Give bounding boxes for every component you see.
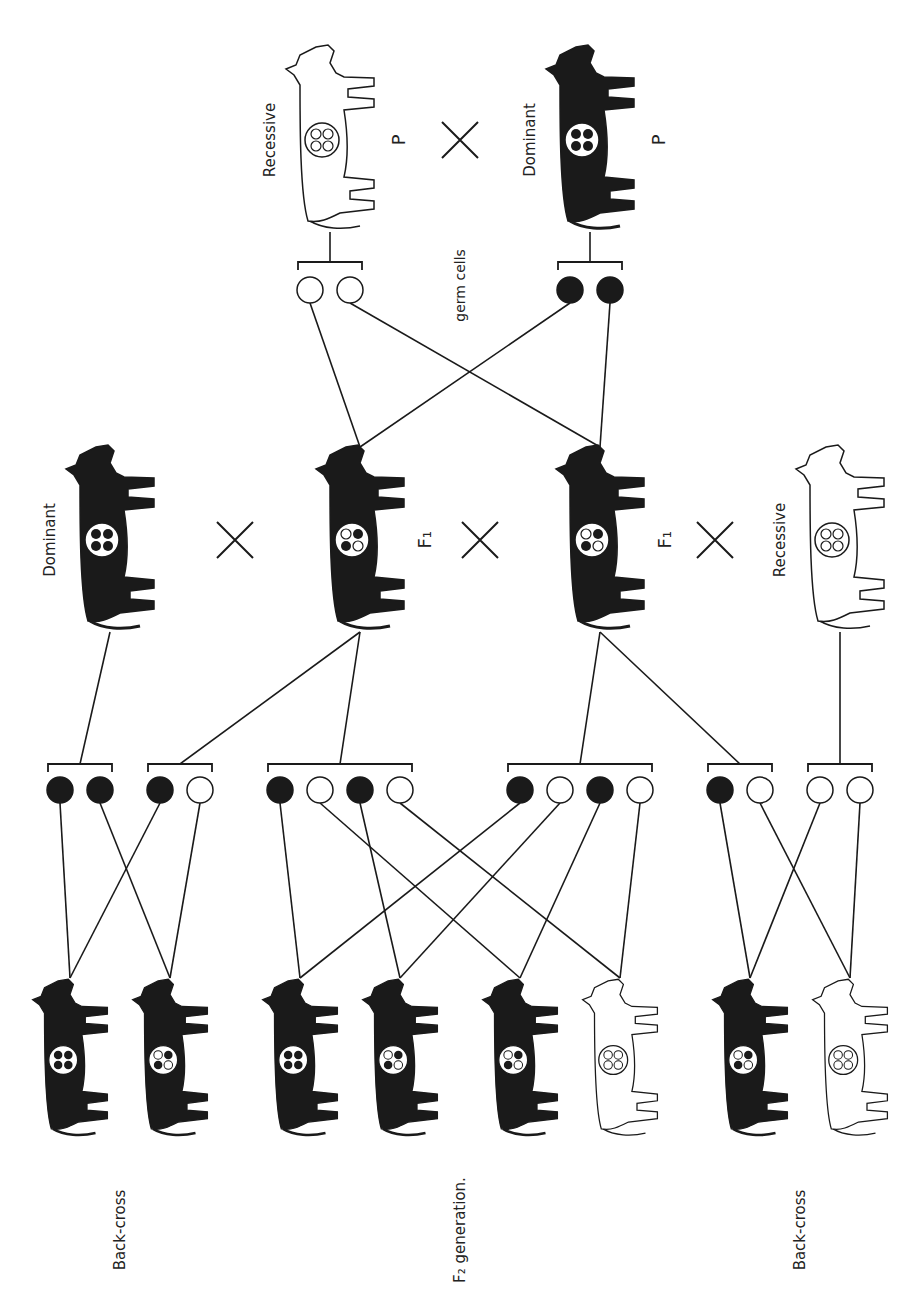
figure-label: P: [387, 135, 409, 146]
offspring-cow: [33, 979, 108, 1135]
figure-label: germ cells: [452, 249, 469, 321]
figure-label: Recessive: [771, 503, 789, 577]
offspring-cow: [713, 979, 788, 1135]
offspring-cow: [263, 979, 338, 1135]
figure-label: Recessive: [261, 103, 279, 177]
dominant-cow: [66, 445, 154, 628]
recessive-cow: [286, 45, 374, 228]
figure-label: Back-cross: [791, 1190, 809, 1271]
hybrid-cow: [316, 445, 404, 628]
germ-cell-brackets: [48, 262, 872, 772]
offspring-cow: [133, 979, 208, 1135]
dominant-cow: [546, 45, 634, 228]
figure-label: P: [647, 135, 669, 146]
figure-label: F₁: [414, 531, 436, 549]
figure-label: Dominant: [521, 103, 539, 177]
figure-label: F₂ generation.: [451, 1177, 469, 1283]
hybrid-cow: [556, 445, 644, 628]
offspring-cow: [483, 979, 558, 1135]
figure-label: F₁: [654, 531, 676, 549]
recessive-cow: [796, 445, 884, 628]
offspring-cow: [583, 979, 658, 1135]
cross-symbols: [217, 122, 733, 558]
figure-label: Dominant: [41, 503, 59, 577]
offspring-cow: [363, 979, 438, 1135]
offspring-cow: [813, 979, 888, 1135]
figure-label: Back-cross: [111, 1190, 129, 1271]
germ-cells: [47, 277, 873, 803]
descent-lines: [60, 232, 860, 978]
